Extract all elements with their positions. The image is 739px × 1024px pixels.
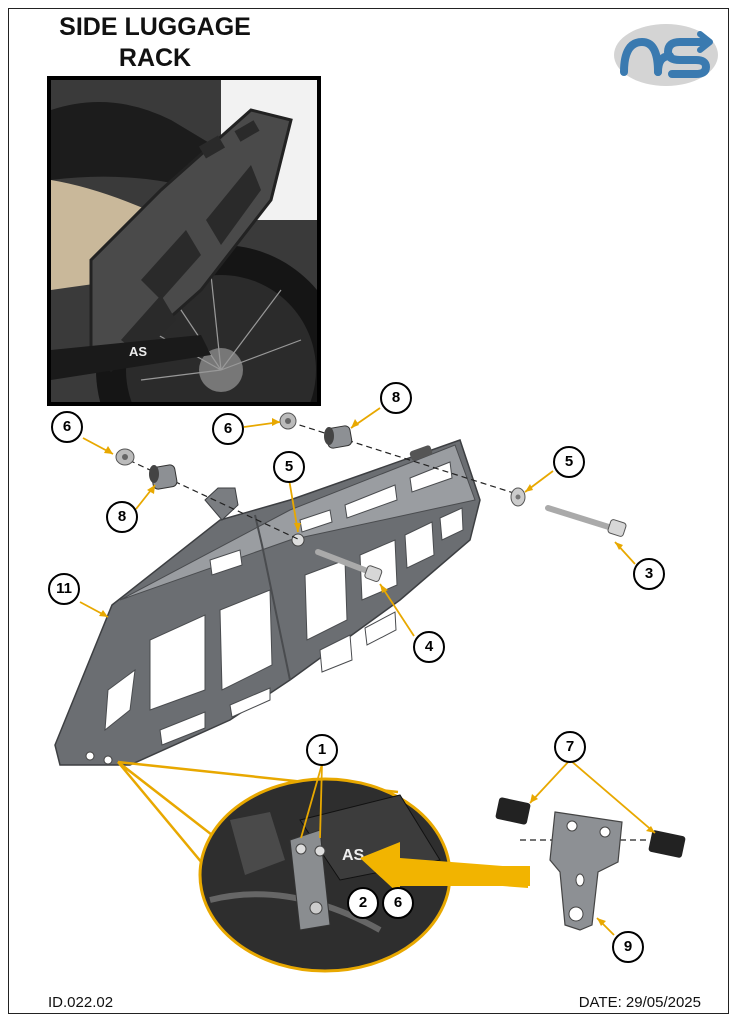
callout-6-detail: 6	[382, 887, 414, 919]
rack-plate	[54, 439, 481, 766]
rubber-pad-part-7-left	[495, 797, 531, 825]
callout-5-right: 5	[553, 446, 585, 478]
motorcycle-rack-photo: AS	[51, 80, 317, 402]
spacer-part-8-top	[324, 425, 353, 449]
callout-3: 3	[633, 558, 665, 590]
callout-2: 2	[347, 887, 379, 919]
page-title-line-2: RACK	[118, 44, 192, 72]
nut-part-6-top	[279, 412, 297, 430]
rubber-pad-part-7-right	[648, 830, 686, 858]
callout-7: 7	[554, 731, 586, 763]
direction-arrow	[360, 842, 530, 895]
detail-zoom-view: AS	[117, 760, 452, 973]
document-id: ID.022.02	[48, 994, 114, 1011]
callout-8-left: 8	[106, 501, 138, 533]
bolt-part-4	[315, 549, 383, 582]
callout-1: 1	[306, 734, 338, 766]
callout-6-top: 6	[212, 413, 244, 445]
product-photo: AS	[47, 76, 321, 406]
callout-5-middle: 5	[273, 451, 305, 483]
washer-part-5-right	[510, 487, 526, 507]
spacer-part-8-left	[149, 464, 178, 490]
callout-8-top: 8	[380, 382, 412, 414]
as-brand-logo	[614, 24, 718, 86]
bolt-part-3	[545, 505, 627, 537]
document-date: DATE: 29/05/2025	[578, 994, 701, 1011]
callout-4: 4	[413, 631, 445, 663]
bracket-part-9	[549, 811, 623, 931]
nut-part-6-left	[115, 448, 135, 466]
callout-9: 9	[612, 931, 644, 963]
callout-6-left: 6	[51, 411, 83, 443]
detail-rack-mark: AS	[342, 847, 365, 864]
page-title-line-1: SIDE LUGGAGE	[59, 13, 251, 41]
callout-11: 11	[48, 573, 80, 605]
page-border	[8, 8, 729, 1014]
photo-rack-mark: AS	[129, 344, 147, 359]
